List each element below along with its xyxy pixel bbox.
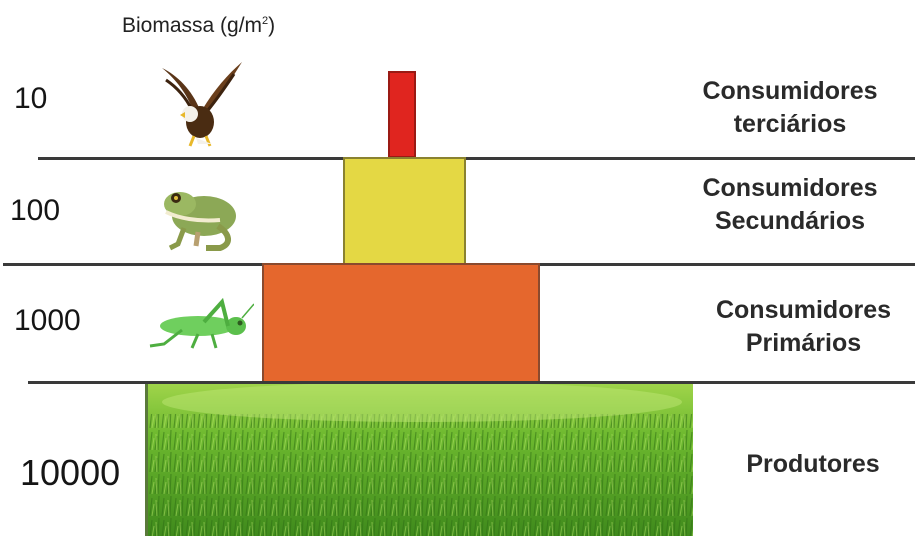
primary-label: Consumidores Primários <box>692 294 915 360</box>
grasshopper-icon <box>142 296 254 354</box>
biomass-header-close: ) <box>268 14 275 37</box>
primary-bar <box>262 263 540 383</box>
secondary-label: Consumidores Secundários <box>672 172 908 238</box>
primary-label-line2: Primários <box>692 327 915 360</box>
tertiary-bar <box>388 71 416 158</box>
tertiary-label-line2: terciários <box>672 108 908 141</box>
producers-value: 10000 <box>20 452 120 494</box>
grass-image <box>145 384 693 536</box>
producers-label-line1: Produtores <box>718 448 908 481</box>
secondary-label-line1: Consumidores <box>672 172 908 205</box>
secondary-value: 100 <box>10 194 60 228</box>
tertiary-label: Consumidores terciários <box>672 75 908 141</box>
frog-icon <box>158 182 244 256</box>
biomass-header: Biomassa (g/m2) <box>122 14 275 38</box>
primary-value: 1000 <box>14 304 81 338</box>
divider-1 <box>38 157 915 160</box>
secondary-label-line2: Secundários <box>672 205 908 238</box>
eagle-icon <box>152 60 248 152</box>
secondary-bar <box>343 157 466 265</box>
biomass-header-title: Biomassa (g/m <box>122 14 262 37</box>
primary-label-line1: Consumidores <box>692 294 915 327</box>
tertiary-label-line1: Consumidores <box>672 75 908 108</box>
producers-label: Produtores <box>718 448 908 481</box>
tertiary-value: 10 <box>14 82 47 116</box>
